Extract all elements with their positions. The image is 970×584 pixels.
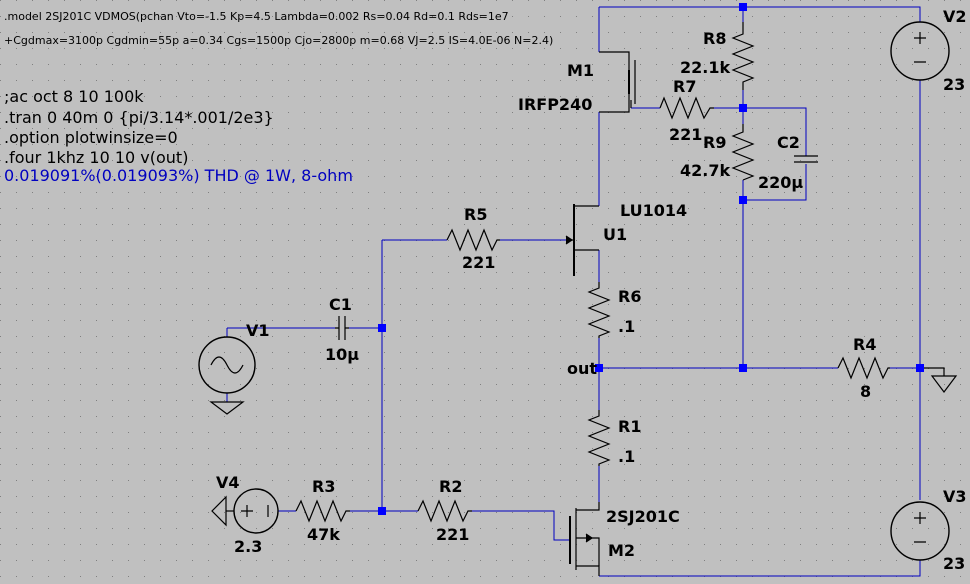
c1-name-label: C1 bbox=[329, 295, 352, 314]
ground-symbol-main bbox=[920, 367, 958, 393]
r8-value-label: 22.1k bbox=[680, 58, 730, 77]
capacitor-c2[interactable] bbox=[794, 155, 818, 163]
u1-name-label: U1 bbox=[603, 225, 627, 244]
m1-name-label: M1 bbox=[567, 61, 594, 80]
junction-dot bbox=[739, 104, 747, 112]
resistor-r9[interactable] bbox=[731, 124, 755, 181]
v2-name-label: V2 bbox=[943, 7, 967, 26]
r5-name-label: R5 bbox=[464, 205, 487, 224]
resistor-r7[interactable] bbox=[659, 96, 714, 120]
junction-dot bbox=[378, 507, 386, 515]
thd-result-comment: 0.019091%(0.019093%) THD @ 1W, 8-ohm bbox=[4, 166, 353, 185]
source-v4[interactable] bbox=[226, 488, 279, 534]
r4-name-label: R4 bbox=[853, 335, 876, 354]
r9-value-label: 42.7k bbox=[680, 161, 730, 180]
wire-top-rail bbox=[599, 6, 921, 22]
r2-value-label: 221 bbox=[436, 525, 469, 544]
wire-c2-top bbox=[743, 107, 807, 156]
r1-name-label: R1 bbox=[618, 417, 641, 436]
r6-name-label: R6 bbox=[618, 287, 641, 306]
source-v2[interactable] bbox=[890, 21, 950, 81]
r5-value-label: 221 bbox=[462, 253, 495, 272]
four-directive: .four 1khz 10 10 v(out) bbox=[4, 148, 188, 167]
junction-dot bbox=[595, 364, 603, 372]
v4-name-label: V4 bbox=[216, 473, 240, 492]
wire-r2-m2-gate bbox=[472, 510, 570, 541]
spice-directives[interactable]: .model 2SJ201C VDMOS(pchan Vto=-1.5 Kp=4… bbox=[4, 10, 553, 185]
c2-value-label: 220µ bbox=[758, 173, 803, 192]
resistor-r4[interactable] bbox=[837, 356, 890, 380]
mosfet-m1[interactable] bbox=[599, 51, 636, 113]
r3-value-label: 47k bbox=[307, 525, 340, 544]
ground-symbol-v1 bbox=[209, 401, 245, 415]
mosfet-m2[interactable] bbox=[569, 502, 600, 576]
r9-name-label: R9 bbox=[703, 133, 726, 152]
junctions bbox=[378, 3, 924, 515]
v3-name-label: V3 bbox=[943, 487, 967, 506]
junction-dot bbox=[378, 324, 386, 332]
jfet-u1[interactable] bbox=[565, 204, 599, 276]
resistor-r3[interactable] bbox=[295, 499, 350, 523]
out-net-label: out bbox=[567, 359, 597, 378]
model-directive-line2: +Cgdmax=3100p Cgdmin=55p a=0.34 Cgs=1500… bbox=[4, 34, 553, 47]
junction-dot bbox=[916, 364, 924, 372]
ac-directive: ;ac oct 8 10 100k bbox=[4, 87, 144, 106]
v4-value-label: 2.3 bbox=[234, 537, 262, 556]
r3-name-label: R3 bbox=[312, 477, 335, 496]
r7-name-label: R7 bbox=[673, 77, 696, 96]
v1-name-label: V1 bbox=[246, 321, 270, 340]
model-directive-line1: .model 2SJ201C VDMOS(pchan Vto=-1.5 Kp=4… bbox=[4, 10, 509, 23]
source-v1[interactable] bbox=[198, 336, 256, 394]
junction-dot bbox=[739, 364, 747, 372]
m2-name-label: M2 bbox=[608, 541, 635, 560]
option-directive: .option plotwinsize=0 bbox=[4, 128, 178, 147]
m1-value-label: IRFP240 bbox=[518, 95, 592, 114]
r7-value-label: 221 bbox=[669, 125, 702, 144]
u1-value-label: LU1014 bbox=[620, 201, 687, 220]
c2-name-label: C2 bbox=[777, 133, 800, 152]
junction-dot bbox=[739, 3, 747, 11]
r1-value-label: .1 bbox=[618, 447, 635, 466]
r8-name-label: R8 bbox=[703, 29, 726, 48]
r4-value-label: 8 bbox=[860, 382, 871, 401]
ground-symbol-v4 bbox=[211, 495, 227, 527]
resistor-r1[interactable] bbox=[587, 410, 611, 466]
m2-value-label: 2SJ201C bbox=[606, 507, 680, 526]
resistor-r8[interactable] bbox=[731, 22, 755, 90]
c1-value-label: 10µ bbox=[325, 345, 359, 364]
junction-dot bbox=[739, 196, 747, 204]
capacitor-c1[interactable] bbox=[335, 316, 349, 340]
r2-name-label: R2 bbox=[439, 477, 462, 496]
r6-value-label: .1 bbox=[618, 317, 635, 336]
v3-value-label: 23 bbox=[943, 554, 965, 573]
wire-c2-bottom bbox=[743, 164, 807, 201]
resistor-r6[interactable] bbox=[587, 282, 611, 338]
resistor-r2[interactable] bbox=[417, 499, 472, 523]
tran-directive: .tran 0 40m 0 {pi/3.14*.001/2e3} bbox=[4, 108, 274, 127]
resistor-r5[interactable] bbox=[446, 228, 500, 252]
v2-value-label: 23 bbox=[943, 75, 965, 94]
wires bbox=[226, 6, 921, 577]
source-v3[interactable] bbox=[890, 501, 950, 561]
wire-bottom-rail bbox=[599, 560, 921, 577]
